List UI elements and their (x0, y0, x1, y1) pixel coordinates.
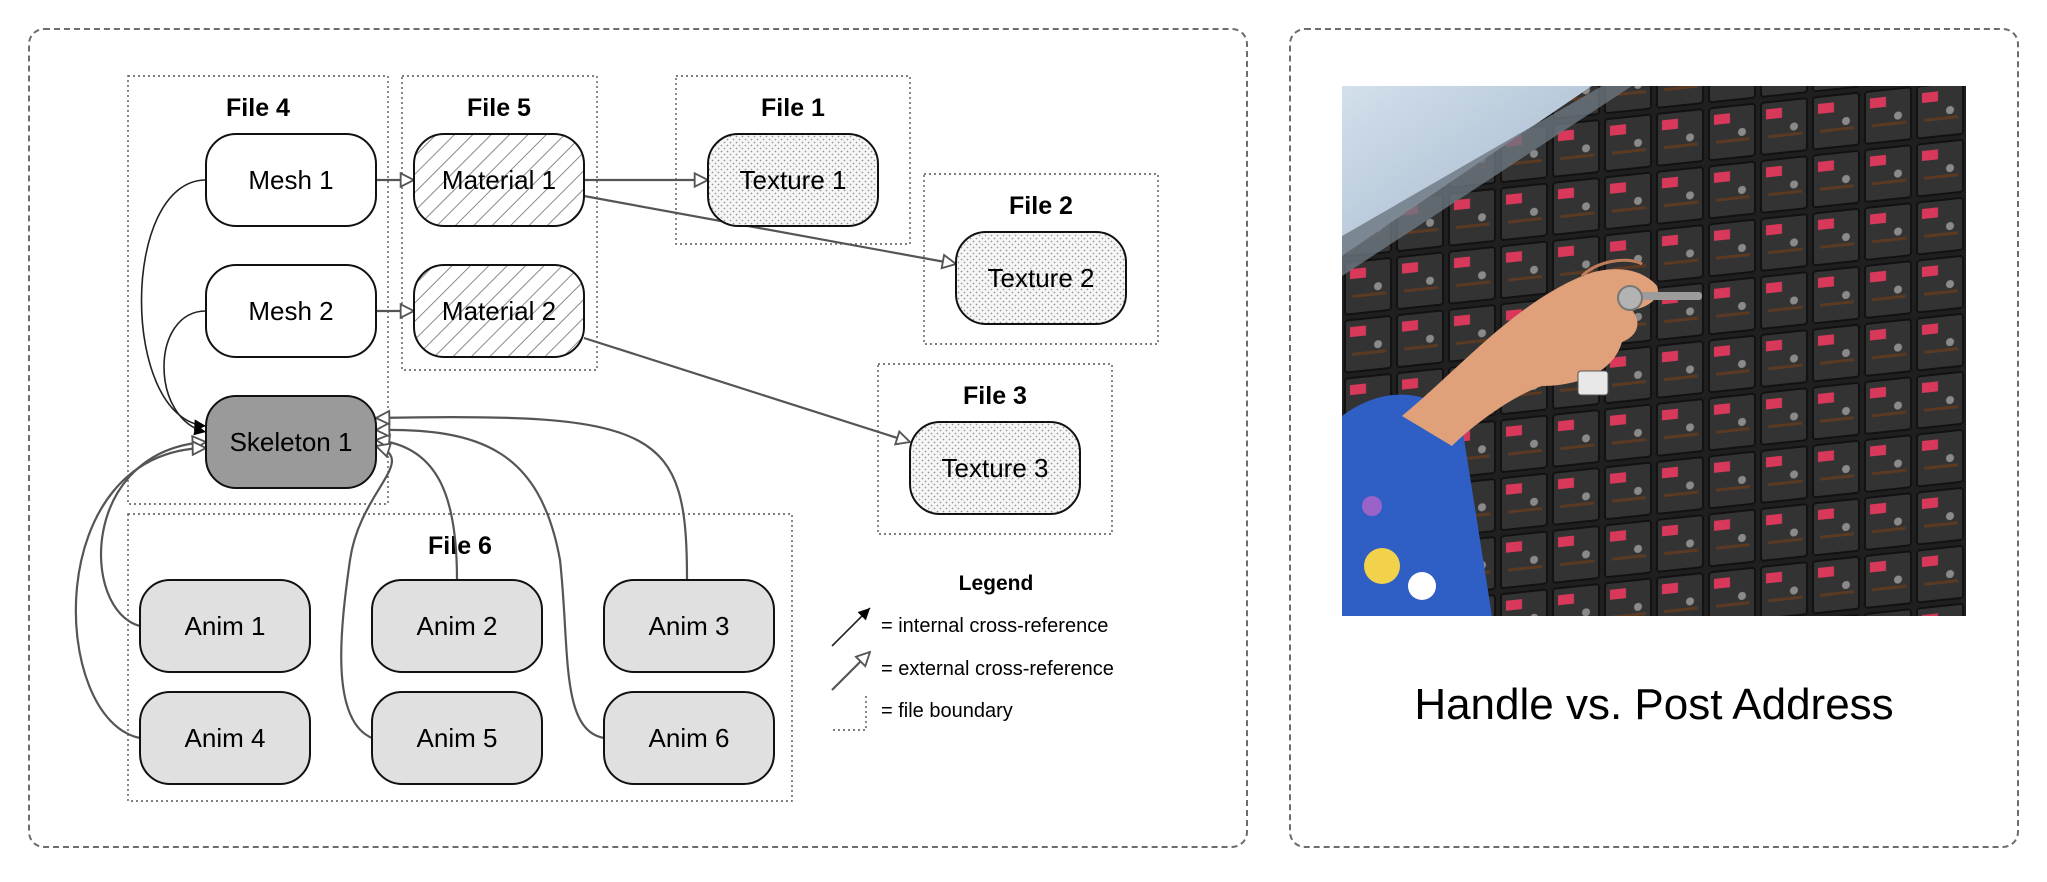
file3-boundary (877, 363, 1113, 535)
legend-external-arrow (831, 652, 870, 691)
edge-material2-texture3 (583, 336, 910, 442)
file5-boundary (401, 75, 598, 371)
edge-anim5-skeleton1 (340, 446, 393, 740)
legend-boundary-sample (830, 696, 867, 731)
node-texture3: Texture 3 (909, 421, 1081, 515)
file-boundaries (127, 75, 1159, 802)
node-material2-label: Material 2 (442, 296, 556, 326)
node-anim4-label: Anim 4 (185, 723, 266, 753)
file6-boundary (127, 513, 793, 802)
file6-title: File 6 (428, 532, 492, 560)
file2-title: File 2 (1009, 192, 1073, 220)
node-anim6-label: Anim 6 (649, 723, 730, 753)
node-anim2-label: Anim 2 (417, 611, 498, 641)
node-texture2: Texture 2 (955, 231, 1127, 325)
legend-internal-arrow (831, 607, 871, 647)
edge-material1-texture2 (583, 194, 956, 264)
file1-title: File 1 (761, 94, 825, 122)
node-material2: Material 2 (413, 264, 585, 358)
node-texture1: Texture 1 (707, 133, 879, 227)
node-mesh2: Mesh 2 (205, 264, 377, 358)
node-anim4: Anim 4 (139, 691, 311, 785)
edge-mesh1-skeleton1 (140, 179, 207, 431)
legend-internal-text: = internal cross-reference (881, 615, 1108, 637)
edge-anim2-skeleton1 (376, 440, 459, 581)
file5-title: File 5 (467, 94, 531, 122)
node-mesh1: Mesh 1 (205, 133, 377, 227)
node-texture1-label: Texture 1 (740, 165, 847, 195)
file2-boundary (923, 173, 1159, 345)
legend-external-text: = external cross-reference (881, 658, 1114, 680)
node-anim5-label: Anim 5 (417, 723, 498, 753)
file3-title: File 3 (963, 382, 1027, 410)
edge-anim4-skeleton1 (74, 448, 206, 740)
edge-anim1-skeleton1 (99, 442, 206, 628)
mailbox-photo (1342, 86, 1966, 616)
file4-title: File 4 (226, 94, 290, 122)
node-anim1: Anim 1 (139, 579, 311, 673)
node-anim2: Anim 2 (371, 579, 543, 673)
node-mesh1-label: Mesh 1 (248, 165, 333, 195)
node-texture2-label: Texture 2 (988, 263, 1095, 293)
node-anim3-label: Anim 3 (649, 611, 730, 641)
file1-boundary (675, 75, 911, 245)
node-texture3-label: Texture 3 (942, 453, 1049, 483)
hand-key-mailbox-icon (1342, 86, 1966, 616)
node-anim6: Anim 6 (603, 691, 775, 785)
node-mesh2-label: Mesh 2 (248, 296, 333, 326)
node-anim5: Anim 5 (371, 691, 543, 785)
legend: Legend = internal cross-reference = exte… (830, 572, 1114, 731)
edge-anim6-skeleton1 (376, 430, 605, 740)
node-skeleton1-label: Skeleton 1 (230, 427, 353, 457)
node-anim1-label: Anim 1 (185, 611, 266, 641)
node-anim3: Anim 3 (603, 579, 775, 673)
file4-boundary (127, 75, 389, 505)
legend-title: Legend (959, 572, 1034, 595)
edge-mesh2-skeleton1 (163, 310, 207, 436)
node-material1: Material 1 (413, 133, 585, 227)
node-material1-label: Material 1 (442, 165, 556, 195)
photo-caption: Handle vs. Post Address (1414, 680, 1894, 729)
edge-anim3-skeleton1 (376, 417, 689, 581)
legend-boundary-text: = file boundary (881, 700, 1013, 722)
node-skeleton1: Skeleton 1 (205, 395, 377, 489)
edges (74, 179, 956, 740)
